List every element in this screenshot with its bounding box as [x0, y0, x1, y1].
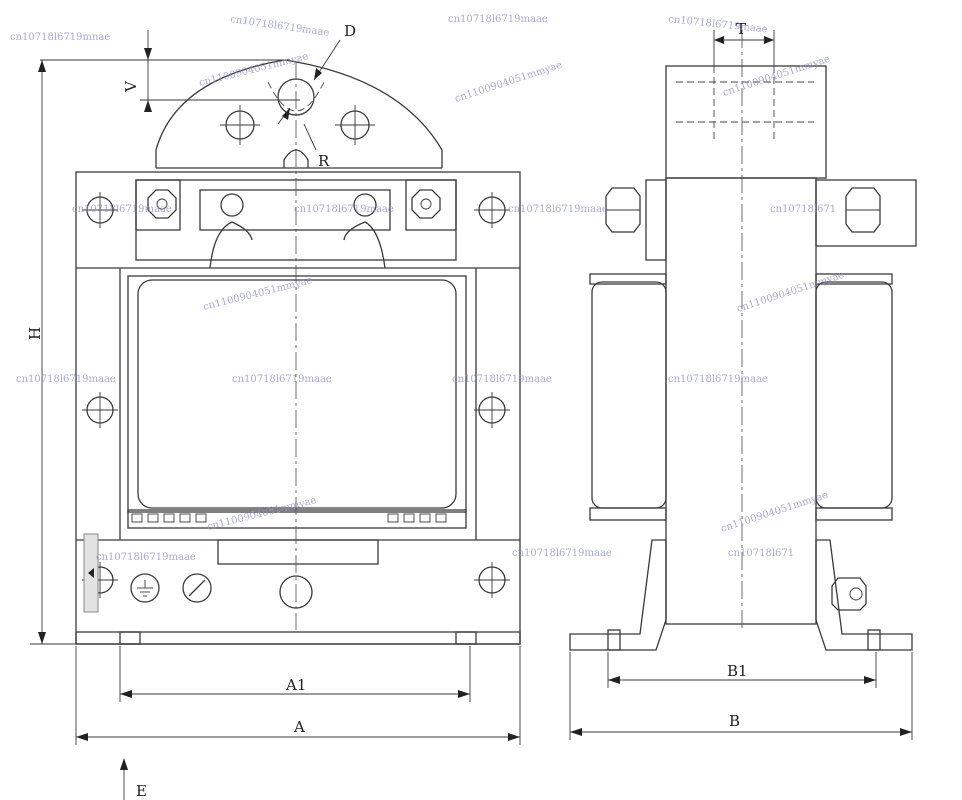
watermarks: cn10718l6719mnae cn10718l6719maae cn1071…: [10, 14, 846, 563]
watermark: cn10718l6719maae: [512, 548, 612, 559]
watermark: cn1100904051mmyae: [722, 54, 832, 99]
watermark: cn1100904051mmyae: [454, 60, 564, 105]
terminal-screw-right: [353, 193, 377, 217]
label-t: T: [736, 20, 746, 38]
watermark: cn10718l6719maae: [232, 374, 332, 385]
label-b: B: [729, 712, 740, 730]
watermark: cn1100904051mmyae: [720, 490, 830, 535]
terminal-nut-left: [147, 189, 177, 219]
side-ground-nut: [831, 577, 867, 611]
side-view: [569, 30, 917, 651]
top-bracket: [155, 59, 443, 168]
ground-screw: [182, 573, 212, 603]
watermark: cn10718l671: [770, 204, 836, 215]
side-nut-right: [845, 187, 881, 233]
watermark: cn1100904051mmyae: [206, 495, 318, 533]
front-mount-holes: [82, 192, 510, 609]
watermark: cn10718l6719maae: [452, 374, 552, 385]
dimensions: [30, 30, 913, 800]
watermark: cn10718l6719maae: [508, 204, 608, 215]
side-coil-left: [591, 281, 667, 509]
watermark: cn10718l6719maae: [668, 374, 768, 385]
label-r: R: [318, 152, 330, 170]
ground-symbol: [130, 573, 160, 603]
front-view: [75, 59, 521, 645]
side-coil-right: [815, 281, 893, 509]
watermark: cn10718l6719mnae: [10, 32, 110, 43]
label-v: V: [122, 80, 140, 93]
watermark: cn10718l671: [728, 548, 794, 559]
label-b1: B1: [727, 662, 748, 680]
label-a: A: [293, 718, 305, 736]
watermark: cn1100904051mmyae: [736, 270, 846, 315]
terminal-nut-right: [411, 189, 441, 219]
watermark: cn10718l6719maae: [96, 552, 196, 563]
dimension-labels: D V R H A1 A B1 B T E: [26, 20, 748, 800]
front-coil: [137, 279, 457, 509]
label-h: H: [26, 327, 44, 340]
watermark: cn10718l6719maae: [448, 14, 548, 25]
watermark: cn10718l6719maae: [72, 204, 172, 215]
watermark: cn10718l6719maae: [668, 14, 769, 35]
watermark: cn1100904051mmyae: [198, 51, 310, 89]
watermark: cn10718l6719maae: [230, 14, 330, 39]
label-d: D: [344, 22, 356, 40]
label-e: E: [136, 782, 147, 800]
terminal-screw-left: [220, 193, 244, 217]
front-frame: [75, 171, 521, 645]
watermark: cn10718l6719maae: [294, 204, 394, 215]
label-a1: A1: [285, 676, 306, 694]
watermark: cn1100904051mmyae: [202, 275, 314, 313]
side-nut-left: [605, 187, 641, 233]
watermark: cn10718l6719maae: [16, 374, 116, 385]
